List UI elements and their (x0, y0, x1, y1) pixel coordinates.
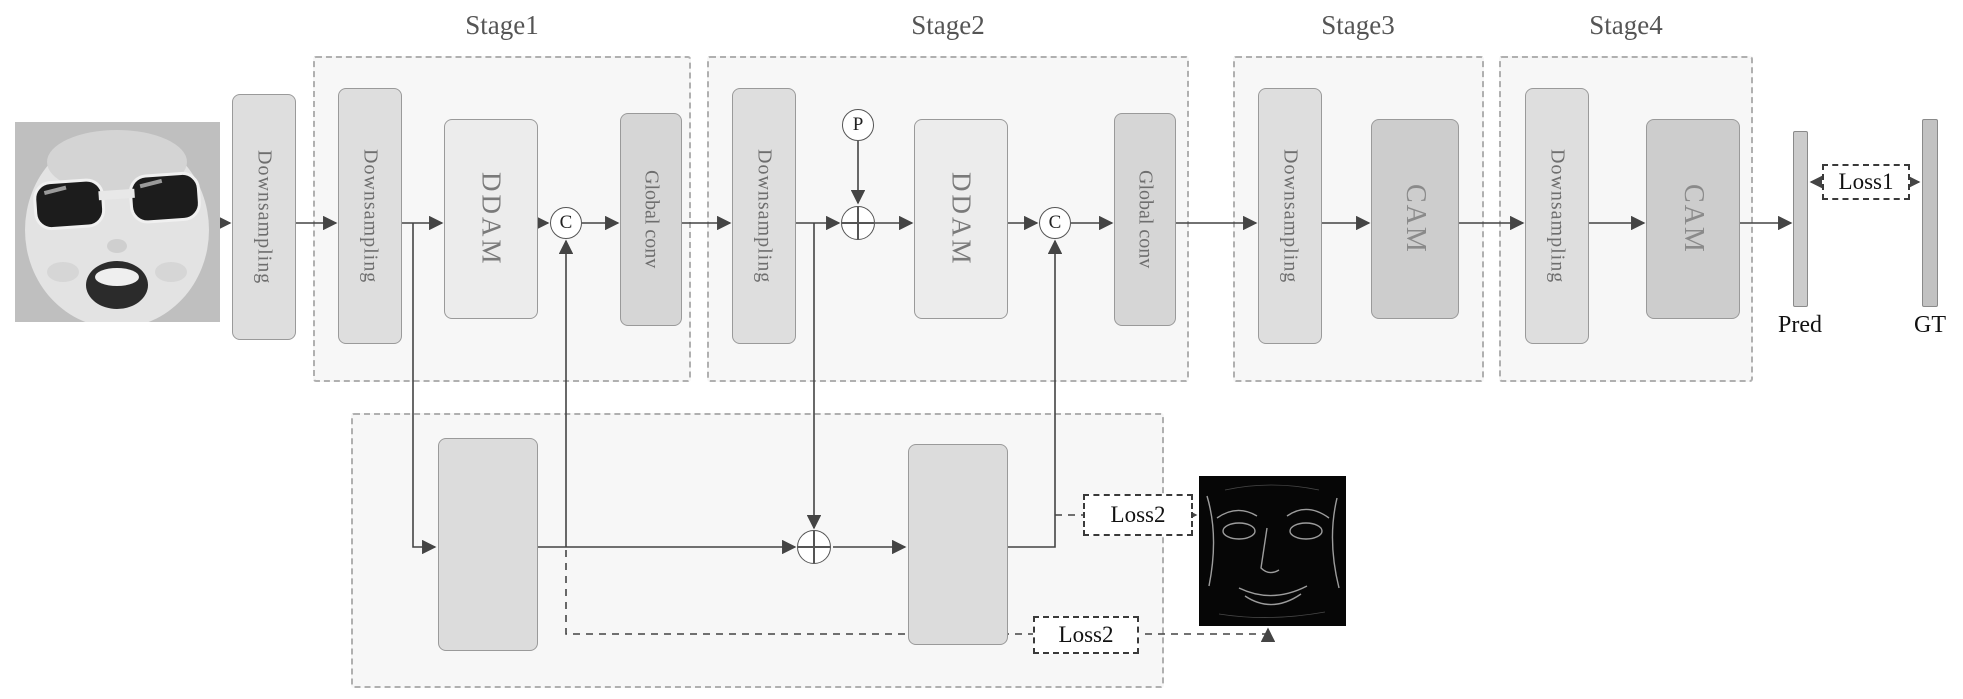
loss2-box-lower: Loss2 (1033, 616, 1139, 654)
global-conv-label: Global conv (1134, 170, 1157, 269)
gt-label: GT (1914, 312, 1946, 338)
gt-edge-image (1199, 476, 1346, 626)
concat-label: C (1048, 212, 1062, 233)
downsampling-label: Downsampling (753, 148, 776, 284)
concat-label: C (559, 212, 573, 233)
edge-block-right (908, 444, 1008, 645)
loss1-box: Loss1 (1822, 164, 1910, 200)
downsampling-label: Downsampling (1279, 148, 1302, 284)
pool-node: P (842, 109, 874, 141)
pred-label: Pred (1778, 312, 1822, 338)
ddam-label: DDAM (476, 171, 507, 267)
stage1-globalconv-block: Global conv (620, 113, 682, 326)
stage4-downsampling-block: Downsampling (1525, 88, 1589, 344)
cam-label: CAM (1400, 184, 1431, 254)
stage1-ddam-block: DDAM (444, 119, 538, 319)
loss2-label: Loss2 (1110, 502, 1166, 527)
stage4-cam-block: CAM (1646, 119, 1740, 319)
stage3-downsampling-block: Downsampling (1258, 88, 1322, 344)
input-image-art (15, 122, 220, 322)
global-conv-label: Global conv (640, 170, 663, 269)
loss2-label: Loss2 (1058, 622, 1114, 647)
stage1-downsampling-block: Downsampling (338, 88, 402, 344)
downsampling-block-input: Downsampling (232, 94, 296, 340)
edge-block-left (438, 438, 538, 651)
downsampling-label: Downsampling (253, 149, 276, 285)
loss1-label: Loss1 (1838, 169, 1894, 194)
stage3-cam-block: CAM (1371, 119, 1459, 319)
stage2-ddam-block: DDAM (914, 119, 1008, 319)
stage3-label: Stage3 (1321, 10, 1395, 40)
loss2-box-upper: Loss2 (1083, 494, 1193, 536)
stage2-downsampling-block: Downsampling (732, 88, 796, 344)
downsampling-label: Downsampling (359, 148, 382, 284)
stage2-globalconv-block: Global conv (1114, 113, 1176, 326)
stage2-concat-node: C (1039, 207, 1071, 239)
stage1-label: Stage1 (465, 10, 539, 40)
ddam-label: DDAM (946, 171, 977, 267)
input-image (15, 122, 220, 322)
gt-edge-image-art (1199, 476, 1346, 626)
pred-bar (1793, 131, 1808, 307)
cam-label: CAM (1678, 184, 1709, 254)
stage1-concat-node: C (550, 207, 582, 239)
stage2-add-node (841, 206, 875, 240)
pool-label: P (852, 114, 864, 135)
gt-bar (1922, 119, 1938, 307)
stage2-label: Stage2 (911, 10, 985, 40)
stage4-label: Stage4 (1589, 10, 1663, 40)
edge-add-node (797, 530, 831, 564)
downsampling-label: Downsampling (1546, 148, 1569, 284)
